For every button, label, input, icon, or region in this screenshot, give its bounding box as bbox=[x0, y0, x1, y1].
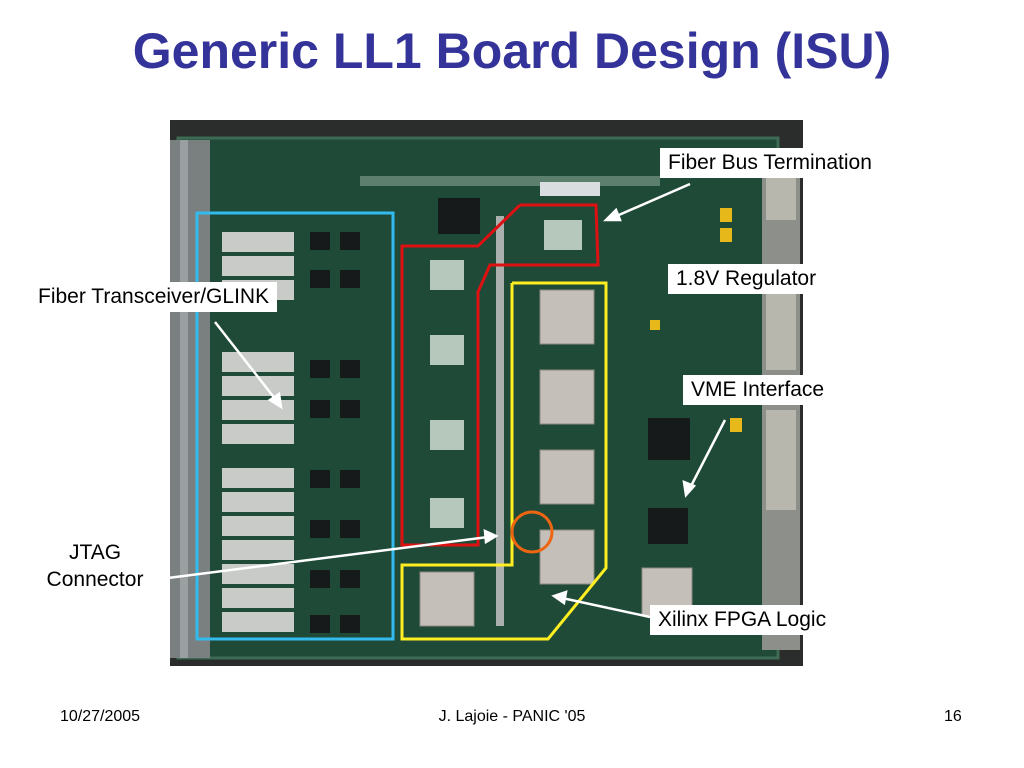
footer-date: 10/27/2005 bbox=[60, 708, 141, 725]
label-jtag-connector: JTAG Connector bbox=[28, 539, 162, 593]
label-fiber-transceiver: Fiber Transceiver/GLINK bbox=[30, 282, 278, 312]
label-jtag-line2: Connector bbox=[46, 568, 144, 591]
footer-author: J. Lajoie - PANIC '05 bbox=[438, 708, 586, 725]
footer-page-number: 16 bbox=[944, 708, 962, 725]
label-vme-interface: VME Interface bbox=[683, 375, 833, 405]
label-fiber-bus-termination: Fiber Bus Termination bbox=[660, 148, 880, 178]
slide-title: Generic LL1 Board Design (ISU) bbox=[132, 23, 892, 79]
label-xilinx-fpga: Xilinx FPGA Logic bbox=[650, 605, 835, 635]
label-regulator: 1.8V Regulator bbox=[668, 264, 825, 294]
label-jtag-line1: JTAG bbox=[68, 541, 122, 564]
